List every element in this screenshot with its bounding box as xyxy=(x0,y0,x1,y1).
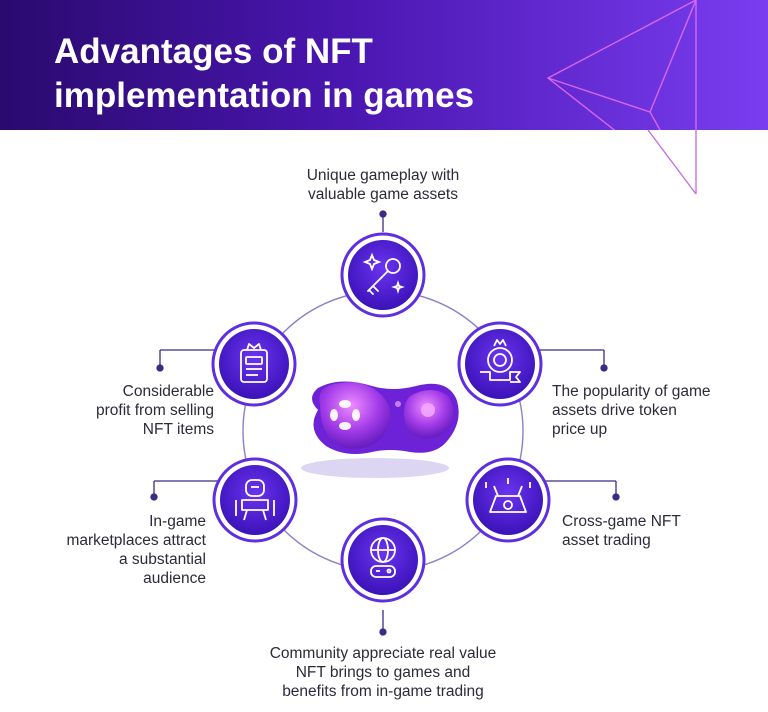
node-key xyxy=(340,232,426,318)
node-globe xyxy=(340,517,426,603)
node-robot xyxy=(212,457,298,543)
advantage-label-4: Community appreciate real value NFT brin… xyxy=(269,645,497,700)
connectors xyxy=(150,210,620,636)
decorative-triangle-tail xyxy=(647,129,697,195)
node-item-card xyxy=(211,321,297,407)
node-award xyxy=(457,321,543,407)
node-spaceship xyxy=(465,457,551,543)
advantage-label-2: The popularity of game assets drive toke… xyxy=(552,383,711,438)
advantage-label-3: Cross-game NFT asset trading xyxy=(562,513,681,549)
globe-gamepad-icon xyxy=(370,537,396,578)
advantage-label-6: Considerable profit from selling NFT ite… xyxy=(95,383,214,438)
spaceship-icon xyxy=(485,478,531,513)
item-card-icon xyxy=(240,343,268,383)
advantage-label-1: Unique gameplay with valuable game asset… xyxy=(306,167,460,203)
page-title-line-1: Advantages of NFT xyxy=(54,32,373,71)
page-title: Advantages of NFT implementation in game… xyxy=(54,30,474,118)
award-ribbon-icon xyxy=(480,339,521,383)
gamepad-icon xyxy=(301,381,459,478)
robot-icon xyxy=(235,479,275,521)
advantage-label-5: In-game marketplaces attract a substanti… xyxy=(66,513,206,587)
header-banner: Advantages of NFT implementation in game… xyxy=(0,0,768,130)
key-icon xyxy=(362,252,405,295)
decorative-triangle-icon xyxy=(546,0,697,130)
page-title-line-2: implementation in games xyxy=(54,76,475,115)
